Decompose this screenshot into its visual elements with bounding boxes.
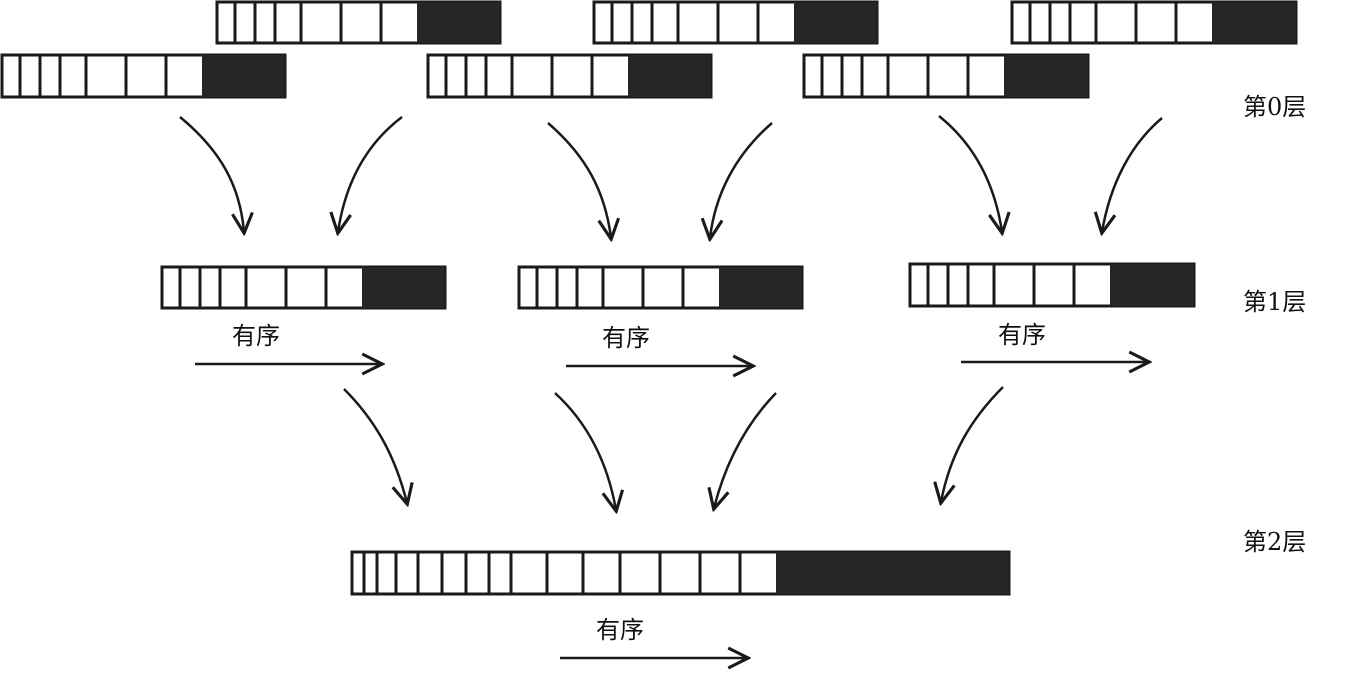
level-2-label: 第2层 [1243,528,1306,556]
merge-arrow-3 [547,122,611,238]
level-1-label: 第1层 [1243,288,1306,316]
level-0-block-3 [1010,0,1298,45]
order-label-l1-b: 有序 [602,324,650,352]
block-filled-region [1212,2,1296,43]
merge-arrow-5 [938,115,1002,232]
block-filled-region [1110,264,1194,306]
level-1-block-3 [908,262,1196,308]
level-0-block-2 [592,0,879,45]
merge-arrow-4 [710,122,773,238]
level-1-block-2 [517,265,804,310]
order-label-l2: 有序 [596,616,644,644]
merge-arrow-7 [343,388,407,503]
level-1-block-1 [160,265,447,310]
merge-arrow-6 [1102,117,1163,232]
level-2-block [350,550,1011,596]
block-filled-region [719,267,802,308]
merge-arrow-10 [941,386,1004,502]
level-0-block-4 [0,53,287,99]
level-0-block-5 [426,53,713,99]
level-0-block-6 [802,53,1090,99]
merge-arrow-9 [714,392,777,508]
sstable-blocks [0,0,1298,596]
block-filled-region [362,267,445,308]
block-filled-region [776,552,1009,594]
merge-arrow-8 [554,392,616,510]
level-0-label: 第0层 [1243,93,1306,121]
block-filled-region [202,55,285,97]
order-label-l1-a: 有序 [232,322,280,350]
merge-arrows [179,115,1163,658]
level-0-block-1 [215,0,502,45]
block-filled-region [628,55,711,97]
block-filled-region [417,2,500,43]
merge-arrow-2 [338,116,403,232]
merge-arrow-1 [179,116,244,232]
order-label-l1-c: 有序 [998,321,1046,349]
block-filled-region [1004,55,1088,97]
block-filled-region [794,2,877,43]
